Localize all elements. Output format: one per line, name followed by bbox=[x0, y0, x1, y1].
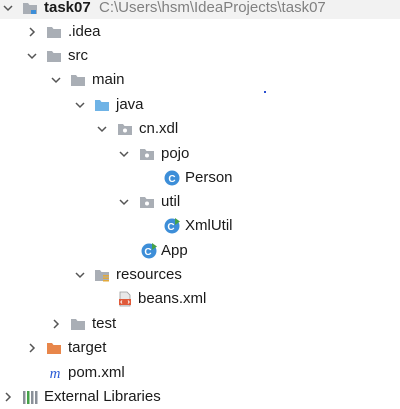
java-label: java bbox=[116, 96, 144, 113]
package-icon bbox=[140, 197, 154, 208]
folder-icon bbox=[47, 27, 61, 38]
chevron-down-icon[interactable] bbox=[50, 74, 62, 86]
cn-xdl-label: cn.xdl bbox=[139, 120, 179, 137]
tree-row-resources[interactable]: resources bbox=[0, 264, 400, 286]
folder-icon bbox=[71, 319, 85, 330]
excluded-folder-icon bbox=[47, 343, 61, 354]
chevron-right-icon[interactable] bbox=[50, 318, 62, 330]
tree-row-pom-xml[interactable]: m pom.xml bbox=[0, 362, 400, 384]
root-path: C:\Users\hsm\IdeaProjects\task07 bbox=[99, 0, 326, 16]
runnable-class-icon: C bbox=[141, 243, 157, 259]
maven-badge-letter: m bbox=[50, 366, 61, 381]
test-label: test bbox=[92, 315, 117, 332]
runnable-class-icon: C bbox=[164, 218, 180, 234]
tree-row-src[interactable]: src bbox=[0, 45, 400, 67]
xml-file-icon bbox=[119, 291, 131, 307]
source-folder-icon bbox=[95, 100, 109, 111]
resources-label: resources bbox=[116, 266, 182, 283]
chevron-down-icon[interactable] bbox=[74, 99, 86, 111]
tree-row-target[interactable]: target bbox=[0, 337, 400, 359]
tree-row-java[interactable]: java bbox=[0, 94, 400, 116]
tree-row-main[interactable]: main bbox=[0, 69, 400, 91]
tree-row-idea[interactable]: .idea bbox=[0, 21, 400, 43]
tree-row-util[interactable]: util bbox=[0, 191, 400, 213]
external-libraries-label: External Libraries bbox=[44, 388, 161, 405]
resources-folder-icon bbox=[95, 270, 109, 282]
beans-xml-label: beans.xml bbox=[138, 290, 207, 307]
chevron-down-icon[interactable] bbox=[2, 2, 14, 14]
tree-row-cn-xdl[interactable]: cn.xdl bbox=[0, 118, 400, 140]
tree-row-xmlutil[interactable]: C XmlUtil bbox=[0, 215, 400, 237]
src-label: src bbox=[68, 47, 88, 64]
chevron-down-icon[interactable] bbox=[118, 196, 130, 208]
folder-icon bbox=[47, 51, 61, 62]
folder-icon bbox=[71, 75, 85, 86]
util-label: util bbox=[161, 193, 181, 210]
pom-xml-label: pom.xml bbox=[68, 364, 125, 381]
root-label: task07 bbox=[44, 0, 91, 16]
stray-dot bbox=[264, 91, 266, 93]
main-label: main bbox=[92, 71, 125, 88]
maven-icon: m bbox=[50, 366, 61, 381]
chevron-right-icon[interactable] bbox=[2, 391, 14, 403]
chevron-right-icon[interactable] bbox=[26, 342, 38, 354]
chevron-right-icon[interactable] bbox=[26, 26, 38, 38]
person-label: Person bbox=[185, 169, 233, 186]
package-icon bbox=[140, 149, 154, 160]
tree-row-root[interactable]: task07 C:\Users\hsm\IdeaProjects\task07 bbox=[0, 0, 400, 19]
pojo-label: pojo bbox=[161, 145, 190, 162]
tree-row-app[interactable]: C App bbox=[0, 240, 400, 262]
class-badge-letter: C bbox=[168, 174, 175, 185]
package-icon bbox=[118, 124, 132, 135]
chevron-down-icon[interactable] bbox=[74, 269, 86, 281]
app-label: App bbox=[161, 242, 188, 259]
target-label: target bbox=[68, 339, 107, 356]
class-icon: C bbox=[164, 170, 180, 186]
chevron-down-icon[interactable] bbox=[118, 148, 130, 160]
xmlutil-label: XmlUtil bbox=[185, 217, 233, 234]
tree-row-external-libraries[interactable]: External Libraries bbox=[0, 386, 400, 408]
idea-label: .idea bbox=[68, 23, 101, 40]
chevron-down-icon[interactable] bbox=[26, 50, 38, 62]
tree-row-pojo[interactable]: pojo bbox=[0, 143, 400, 165]
chevron-down-icon[interactable] bbox=[96, 123, 108, 135]
module-folder-icon bbox=[23, 3, 37, 14]
class-badge-letter: C bbox=[144, 247, 151, 258]
tree-row-test[interactable]: test bbox=[0, 313, 400, 335]
libraries-icon bbox=[23, 391, 38, 404]
class-badge-letter: C bbox=[167, 222, 174, 233]
tree-row-beans-xml[interactable]: beans.xml bbox=[0, 288, 400, 310]
tree-row-person[interactable]: C Person bbox=[0, 167, 400, 189]
